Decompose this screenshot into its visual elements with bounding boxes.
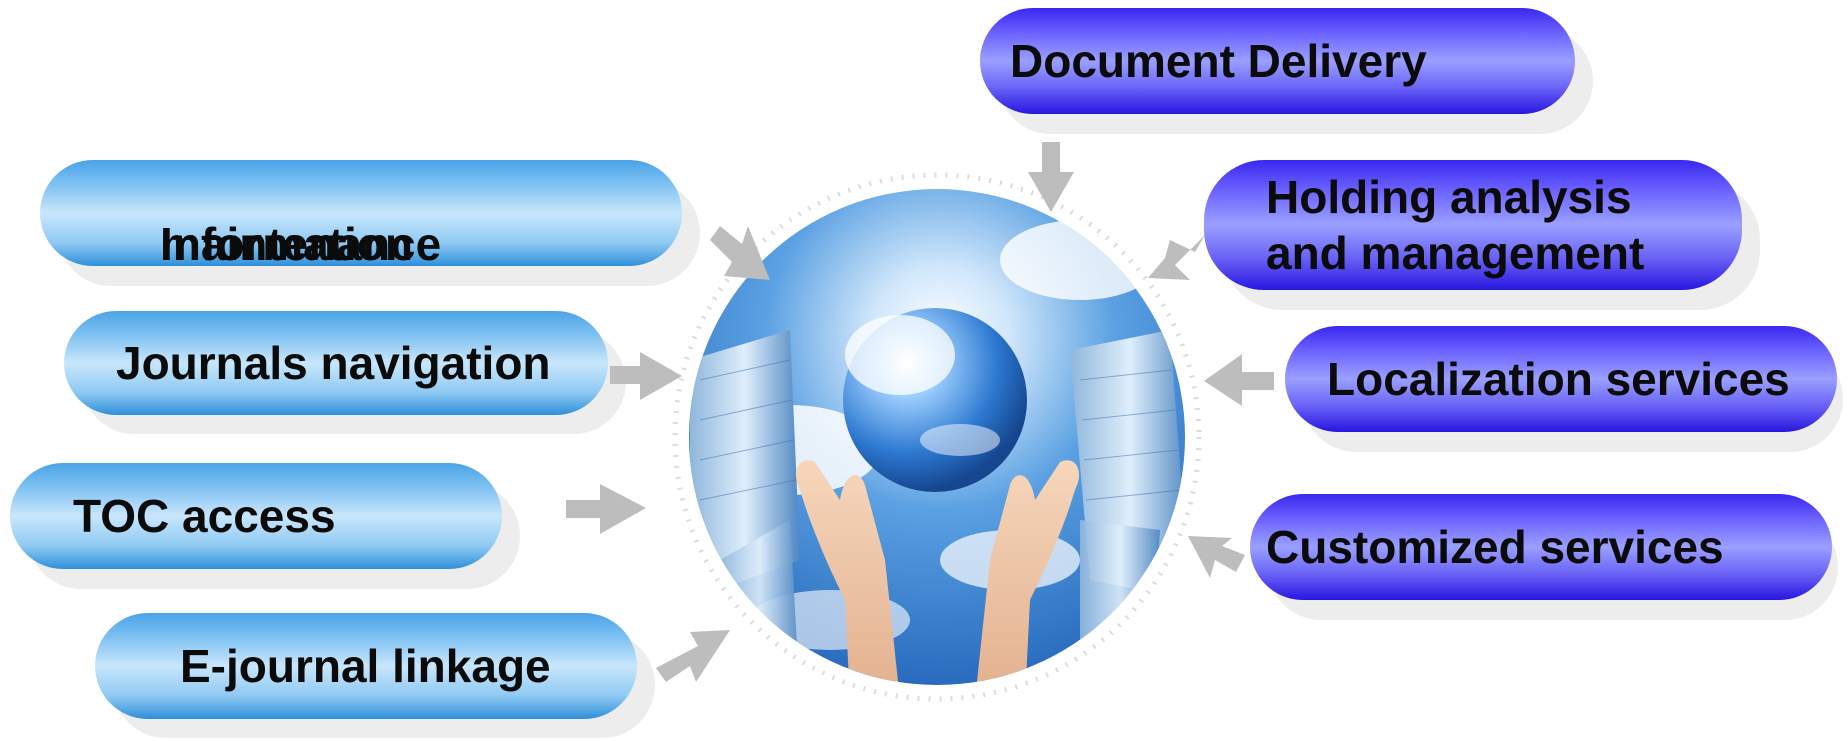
node-label-line2: and management bbox=[1266, 227, 1645, 279]
arrow-localization bbox=[1204, 354, 1274, 406]
arrow-information-maintenance bbox=[710, 226, 770, 280]
node-label-line1: Holding analysis bbox=[1266, 170, 1632, 223]
node-toc-access: TOC access bbox=[10, 463, 502, 569]
node-label: TOC access bbox=[73, 489, 336, 542]
node-label: Customized services bbox=[1266, 520, 1724, 573]
node-ejournal-linkage: E-journal linkage bbox=[95, 613, 637, 719]
arrow-customized bbox=[1188, 536, 1245, 578]
node-customized-services: Customized services bbox=[1250, 494, 1832, 600]
node-label: Document Delivery bbox=[1010, 34, 1427, 87]
node-label: E-journal linkage bbox=[180, 639, 551, 692]
node-journals-navigation: Journals navigation bbox=[64, 311, 608, 415]
node-label: Localization services bbox=[1327, 352, 1790, 405]
arrow-toc-access bbox=[566, 484, 646, 534]
node-label: Journals navigation bbox=[116, 336, 551, 389]
node-holding-analysis: Holding analysis and management bbox=[1204, 160, 1742, 290]
dotted-ring bbox=[672, 172, 1202, 702]
node-localization-services: Localization services bbox=[1285, 326, 1837, 432]
arrow-document-delivery bbox=[1028, 142, 1074, 212]
node-label-line1: Information bbox=[160, 218, 413, 270]
node-label-line2: maintenance bbox=[160, 218, 442, 270]
center-photo bbox=[689, 189, 1185, 685]
arrow-ejournal-linkage bbox=[656, 630, 730, 682]
node-information-maintenance: Information maintenance bbox=[40, 160, 682, 270]
arrow-journals-navigation bbox=[610, 352, 682, 400]
node-document-delivery: Document Delivery bbox=[980, 8, 1575, 114]
node-label: Holding analysis and management bbox=[1266, 169, 1644, 281]
arrow-holding-analysis bbox=[1148, 235, 1205, 280]
